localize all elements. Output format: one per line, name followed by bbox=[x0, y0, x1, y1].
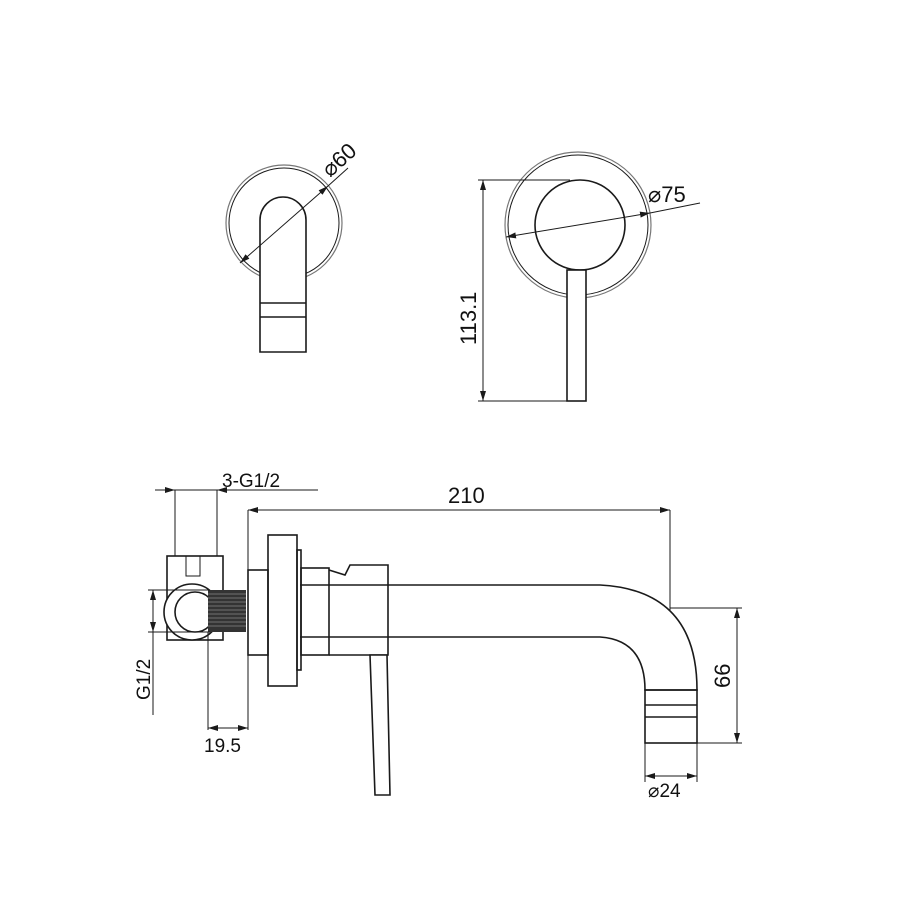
spout-front-view: ⌀60 bbox=[225, 138, 362, 353]
offset-19-5-label: 19.5 bbox=[204, 736, 241, 757]
thread bbox=[208, 590, 246, 632]
valve-body bbox=[247, 569, 269, 656]
flange bbox=[267, 534, 298, 687]
length-210-label: 210 bbox=[448, 483, 485, 508]
height-66-label: 66 bbox=[710, 664, 735, 688]
thread-label: G1/2 bbox=[134, 659, 155, 700]
diameter-60-label: ⌀60 bbox=[317, 138, 362, 182]
diameter-24-label: ⌀24 bbox=[648, 781, 681, 802]
spout-pipe bbox=[300, 584, 698, 691]
spout-body bbox=[259, 196, 307, 353]
height-113-label: 113.1 bbox=[456, 292, 481, 345]
diameter-60-line bbox=[239, 185, 329, 264]
side-view: 3-G1/2 210 66 ⌀24 G1/2 19.5 bbox=[134, 471, 742, 802]
inlets-label: 3-G1/2 bbox=[222, 471, 280, 492]
mixer-front-view: 113.1 ⌀75 bbox=[456, 151, 701, 402]
handle-block bbox=[328, 564, 389, 656]
handle-lever bbox=[566, 269, 587, 402]
diameter-75-line bbox=[505, 211, 651, 239]
diameter-75-label: ⌀75 bbox=[648, 182, 686, 207]
side-lever bbox=[369, 654, 391, 796]
